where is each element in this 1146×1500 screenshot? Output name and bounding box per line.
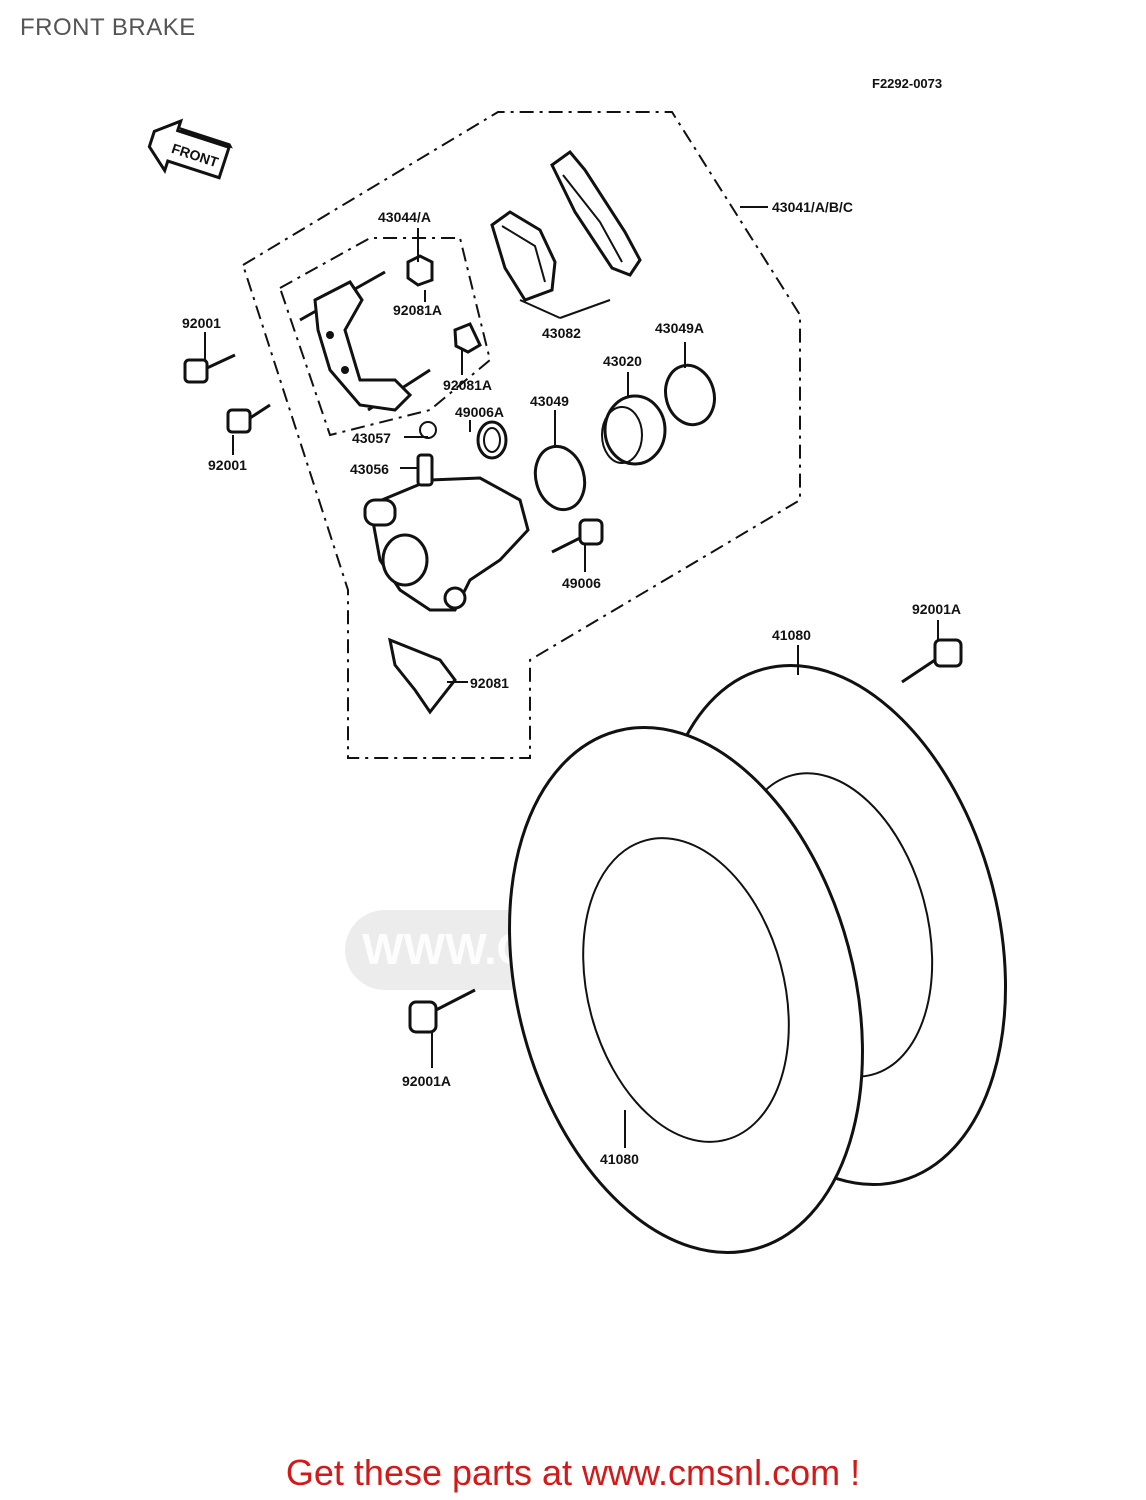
label-43041: 43041/A/B/C: [772, 199, 853, 215]
label-43044: 43044/A: [378, 209, 431, 225]
label-43082: 43082: [542, 325, 581, 341]
label-43057: 43057: [352, 430, 391, 446]
page-title: FRONT BRAKE: [20, 14, 196, 41]
label-92081a-mid: 92081A: [443, 377, 492, 393]
dust-seal-icon: [664, 363, 716, 427]
piston-icon: [601, 394, 667, 466]
label-41080-top: 41080: [772, 627, 811, 643]
bracket-boundary: [279, 237, 492, 437]
label-92001-bot: 92001: [208, 457, 247, 473]
label-43020: 43020: [603, 353, 642, 369]
label-41080-bot: 41080: [600, 1151, 639, 1167]
label-92081: 92081: [470, 675, 509, 691]
front-arrow-icon: FRONT: [147, 118, 233, 180]
label-49006: 49006: [562, 575, 601, 591]
leader-lines: [204, 206, 939, 1148]
piston-seal-icon: [533, 444, 587, 512]
label-92081a-top: 92081A: [393, 302, 442, 318]
label-49006a: 49006A: [455, 404, 504, 420]
label-43049: 43049: [530, 393, 569, 409]
caliper-bracket-icon: [313, 280, 413, 412]
pad-spring-icon: [387, 637, 457, 715]
diagram-code: F2292-0073: [872, 76, 943, 91]
disc-bolt-icon: [408, 988, 476, 1034]
label-92001a-left: 92001A: [402, 1073, 451, 1089]
anti-rattle-spring-icon: [406, 254, 482, 354]
label-43056: 43056: [350, 461, 389, 477]
bolt-icon: [183, 353, 271, 434]
bleeder-valve-icon: [416, 421, 437, 487]
brake-pad-icon: [490, 149, 642, 302]
footer-link[interactable]: Get these parts at www.cmsnl.com !: [285, 1452, 861, 1493]
spring-icon: [476, 420, 508, 460]
label-92001-top: 92001: [182, 315, 221, 331]
label-92001a-right: 92001A: [912, 601, 961, 617]
assembly-boundary: [242, 111, 801, 759]
bolt-icon: [551, 518, 604, 554]
disc-bolt-icon: [901, 638, 963, 684]
caliper-body-icon: [363, 476, 530, 612]
brake-disc-icon: [508, 726, 864, 1254]
label-43049a: 43049A: [655, 320, 704, 336]
